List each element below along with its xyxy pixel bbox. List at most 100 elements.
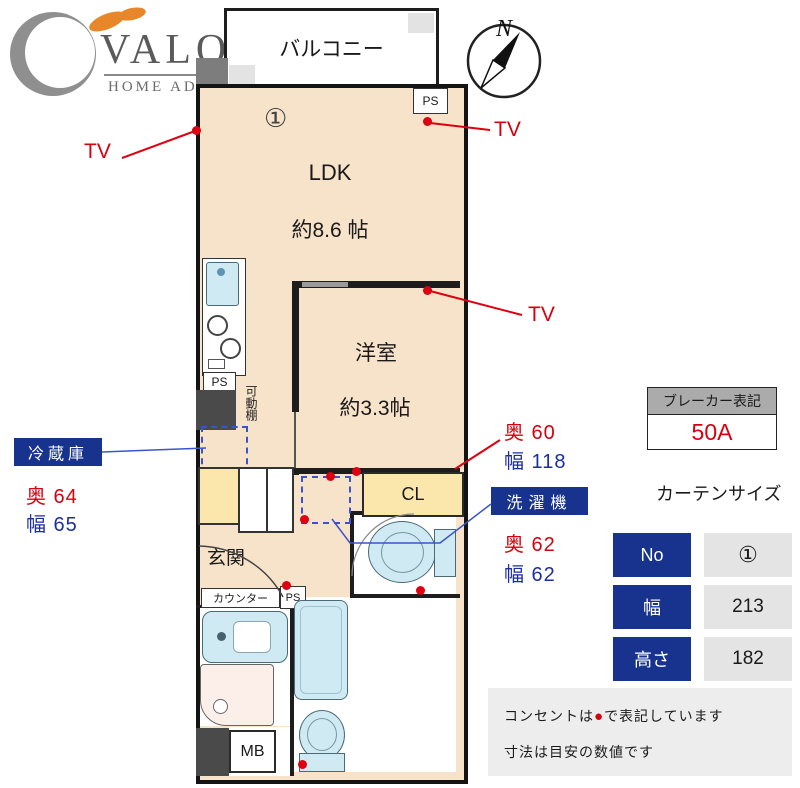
pipe-space-label: PS — [211, 374, 228, 389]
room-sliding-door — [294, 412, 296, 468]
western-room-size-label: 約3.3帖 — [339, 397, 411, 420]
outlet-dot — [282, 581, 291, 590]
unit-marker: ① — [264, 103, 288, 133]
breaker-panel: ブレーカー表記 50A — [647, 387, 777, 450]
tv-label: TV — [84, 140, 111, 163]
curtain-row-value-text: ① — [738, 542, 758, 567]
meter-box: MB — [229, 730, 276, 773]
cabinet-divider — [266, 469, 268, 531]
closet-width: 幅 118 — [504, 451, 567, 473]
fridge-tag-label: 冷蔵庫 — [27, 446, 88, 463]
fridge-width: 幅 65 — [26, 514, 78, 536]
pipe-space-box: PS — [203, 372, 236, 391]
outlet-dot — [192, 126, 201, 135]
curtain-row-label: No — [613, 533, 691, 577]
stove-burner-icon — [220, 338, 241, 359]
wall — [350, 594, 460, 598]
compass-north-label: N — [495, 16, 514, 42]
logo-divider — [104, 74, 244, 76]
meter-box-label: MB — [240, 742, 265, 760]
curtain-row-value: 213 — [704, 585, 792, 629]
kitchen-counter — [202, 258, 246, 376]
hall-cabinet — [238, 467, 294, 533]
outlet-dot — [416, 586, 425, 595]
outlet-dot-legend-icon: ● — [594, 708, 605, 725]
washer-tag: 洗濯機 — [491, 487, 588, 515]
ldk-label: LDK — [308, 160, 352, 185]
wall — [290, 597, 294, 776]
vanity-faucet-icon — [217, 632, 226, 641]
balcony-tile — [229, 65, 255, 87]
balcony-label: バルコニー — [279, 38, 384, 61]
curtain-row-label: 高さ — [613, 637, 691, 681]
washer-width: 幅 62 — [504, 564, 556, 586]
ldk-size-label: 約8.6 帖 — [291, 219, 369, 242]
toilet-bowl-inner — [307, 718, 337, 751]
wall-door-segment — [302, 282, 348, 287]
curtain-row-label-text: No — [640, 544, 664, 565]
western-room-label: 洋室 — [355, 342, 397, 365]
outlet-dot — [423, 117, 432, 126]
outlet-dot — [423, 286, 432, 295]
tv-label: TV — [528, 303, 555, 326]
wall — [292, 281, 460, 288]
toilet-bowl-inner — [381, 532, 424, 573]
fridge-tag: 冷蔵庫 — [14, 438, 102, 466]
notes-box: コンセントは●で表記しています 寸法は目安の数値です — [488, 688, 792, 776]
wall-stub — [196, 58, 228, 86]
tv-label: TV — [494, 118, 521, 141]
curtain-size-title: カーテンサイズ — [656, 484, 782, 504]
breaker-title: ブレーカー表記 — [647, 387, 777, 414]
curtain-row-label: 幅 — [613, 585, 691, 629]
bathtub-inner — [300, 606, 342, 694]
outlet-dot — [298, 760, 307, 769]
vanity-basin — [233, 621, 271, 653]
closet-depth: 奥 60 — [504, 422, 556, 444]
kitchen-faucet-icon — [217, 268, 225, 276]
wall — [292, 468, 460, 474]
wall — [292, 281, 299, 475]
curtain-row-value-text: 213 — [732, 596, 764, 617]
stove-grill-icon — [208, 359, 225, 369]
closet: CL — [362, 472, 464, 517]
compass-icon: N — [466, 16, 542, 99]
movable-shelf-label: 可動棚 — [244, 385, 258, 421]
curtain-row-value: ① — [704, 533, 792, 577]
logo-globe-highlight — [25, 17, 95, 88]
notes-line1-post: で表記しています — [604, 708, 724, 724]
breaker-value-text: 50A — [691, 418, 733, 445]
notes-line1: コンセントは●で表記しています — [504, 706, 792, 726]
entrance-label: 玄関 — [207, 548, 246, 569]
balcony-tile — [408, 13, 434, 33]
curtain-row-label-text: 幅 — [643, 598, 661, 618]
outlet-dot — [352, 467, 361, 476]
curtain-row-value: 182 — [704, 637, 792, 681]
outlet-dot — [300, 515, 309, 524]
curtain-row-value-text: 182 — [732, 648, 764, 669]
vanity-unit — [202, 611, 288, 663]
breaker-title-text: ブレーカー表記 — [663, 393, 761, 409]
fridge-leader-line — [101, 447, 207, 453]
bathtub — [294, 600, 348, 700]
logo-leaf-icon — [117, 5, 147, 23]
counter-box: カウンター — [201, 588, 280, 608]
dark-service-block — [196, 728, 229, 776]
washer-pan — [200, 664, 274, 726]
washer-tag-label: 洗濯機 — [506, 495, 573, 512]
pipe-space-label: PS — [422, 94, 439, 108]
stove-burner-icon — [207, 315, 228, 336]
washer-depth: 奥 62 — [504, 534, 556, 556]
pipe-space-box: PS — [413, 88, 448, 114]
notes-line2: 寸法は目安の数値です — [504, 744, 654, 760]
breaker-value: 50A — [647, 414, 777, 450]
curtain-row-label-text: 高さ — [634, 650, 670, 670]
counter-label: カウンター — [213, 593, 268, 605]
tv-leader-line — [121, 130, 196, 159]
shoe-cabinet — [198, 467, 240, 525]
fridge-depth: 奥 64 — [26, 486, 78, 508]
toilet-tank — [434, 529, 456, 577]
notes-line1-pre: コンセントは — [504, 708, 594, 724]
outlet-dot — [326, 472, 335, 481]
dark-service-block — [196, 390, 236, 430]
